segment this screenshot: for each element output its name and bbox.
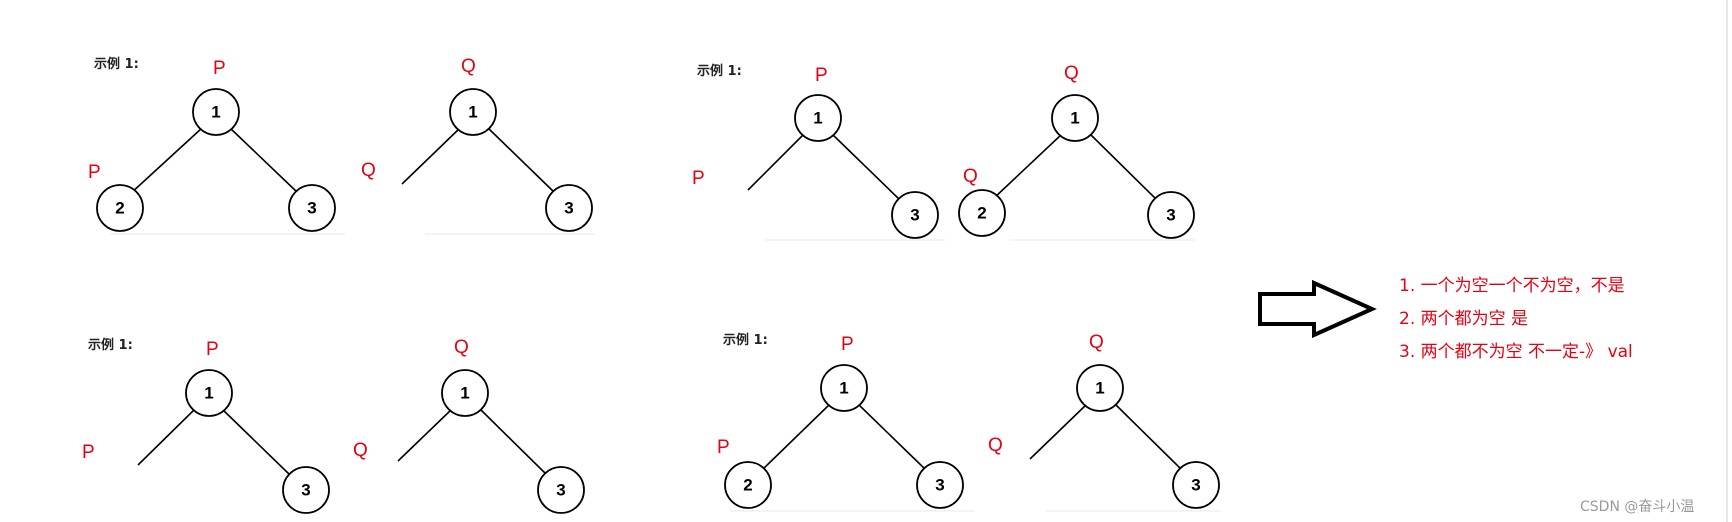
example-title: 示例 1: [723,332,768,348]
example-title: 示例 1: [697,63,742,79]
node-value: 1 [468,103,477,122]
edge-right [1089,133,1158,201]
rule-item: 3. 两个都不为空 不一定-》 val [1399,342,1633,362]
root-label: P [213,58,226,79]
tree-q: Q Q 1 3 [361,56,595,235]
edge-left [747,133,805,191]
node-value: 1 [839,379,848,398]
edge-right [1114,403,1183,471]
node-value: 3 [935,476,944,495]
node-value: 1 [211,103,220,122]
tree-p: P P 1 2 3 [88,58,345,235]
tree-q: Q Q 1 3 [988,332,1220,512]
node-value: 3 [556,481,565,500]
edge-left [992,133,1063,200]
edge-left [1029,403,1088,460]
root-label: P [206,339,219,360]
edge-left [397,408,453,462]
node-right: 3 [282,466,330,514]
node-value: 2 [743,476,752,495]
left-label: P [82,442,95,463]
left-label: Q [361,160,376,181]
node-root: 1 [449,88,497,136]
tree-p: P P 1 3 [82,339,330,514]
node-value: 3 [1166,206,1175,225]
tree-q: Q Q 1 3 [353,337,585,514]
node-value: 1 [813,109,822,128]
right-arrow-icon [1258,279,1377,339]
edge-left [137,408,196,466]
node-left: 2 [958,189,1006,237]
example-2: 示例 1: P P 1 3 Q Q 1 [692,63,1195,241]
example-3: 示例 1: P P 1 3 Q Q 1 [82,337,585,514]
left-label: P [88,162,101,183]
node-value: 1 [1095,379,1104,398]
node-right: 3 [1147,191,1195,239]
node-root: 1 [794,94,842,142]
node-right: 3 [1172,461,1220,509]
node-root: 1 [441,369,489,417]
example-title: 示例 1: [94,56,139,72]
rule-item: 1. 一个为空一个不为空，不是 [1399,276,1625,296]
node-root: 1 [820,364,868,412]
root-label: P [815,65,828,86]
root-label: Q [1089,332,1104,353]
example-title: 示例 1: [88,337,133,353]
node-value: 3 [910,206,919,225]
node-right: 3 [288,184,336,232]
tree-p: P P 1 3 [692,65,945,241]
node-value: 3 [564,199,573,218]
node-value: 2 [977,204,986,223]
edge-right [221,408,291,476]
left-label: Q [988,435,1003,456]
node-left: 2 [96,184,144,232]
tree-p: P P 1 2 3 [717,334,975,512]
root-label: Q [454,337,469,358]
root-label: Q [1064,63,1079,84]
rule-item: 2. 两个都为空 是 [1399,309,1528,329]
edge-right [487,127,556,194]
node-value: 1 [460,384,469,403]
node-right: 3 [916,461,964,509]
edge-right [857,403,927,471]
tree-q: Q Q 1 2 3 [958,63,1195,241]
left-label: P [717,437,730,458]
rules-list: 1. 一个为空一个不为空，不是 2. 两个都为空 是 3. 两个都不为空 不一定… [1399,276,1633,362]
watermark: CSDN @奋斗小温 [1580,499,1694,515]
node-left: 2 [724,461,772,509]
node-root: 1 [185,369,233,417]
left-label: Q [963,166,978,187]
example-4: 示例 1: P P 1 2 3 Q Q [717,332,1220,512]
edge-right [229,127,299,194]
root-label: Q [461,56,476,77]
node-root: 1 [1076,364,1124,412]
edge-left [129,127,203,195]
edge-left [761,403,831,471]
node-right: 3 [891,191,939,239]
node-root: 1 [192,88,240,136]
example-1: 示例 1: P P 1 2 3 Q Q [88,56,595,235]
node-value: 2 [115,199,124,218]
node-value: 3 [1191,476,1200,495]
node-right: 3 [537,466,585,514]
node-root: 1 [1051,94,1099,142]
node-value: 1 [204,384,213,403]
edge-right [479,408,548,476]
node-right: 3 [545,184,593,232]
left-label: P [692,168,705,189]
edge-left [401,127,461,185]
root-label: P [841,334,854,355]
node-value: 3 [301,481,310,500]
node-value: 1 [1070,109,1079,128]
node-value: 3 [307,199,316,218]
edge-right [831,133,901,201]
left-label: Q [353,440,368,461]
